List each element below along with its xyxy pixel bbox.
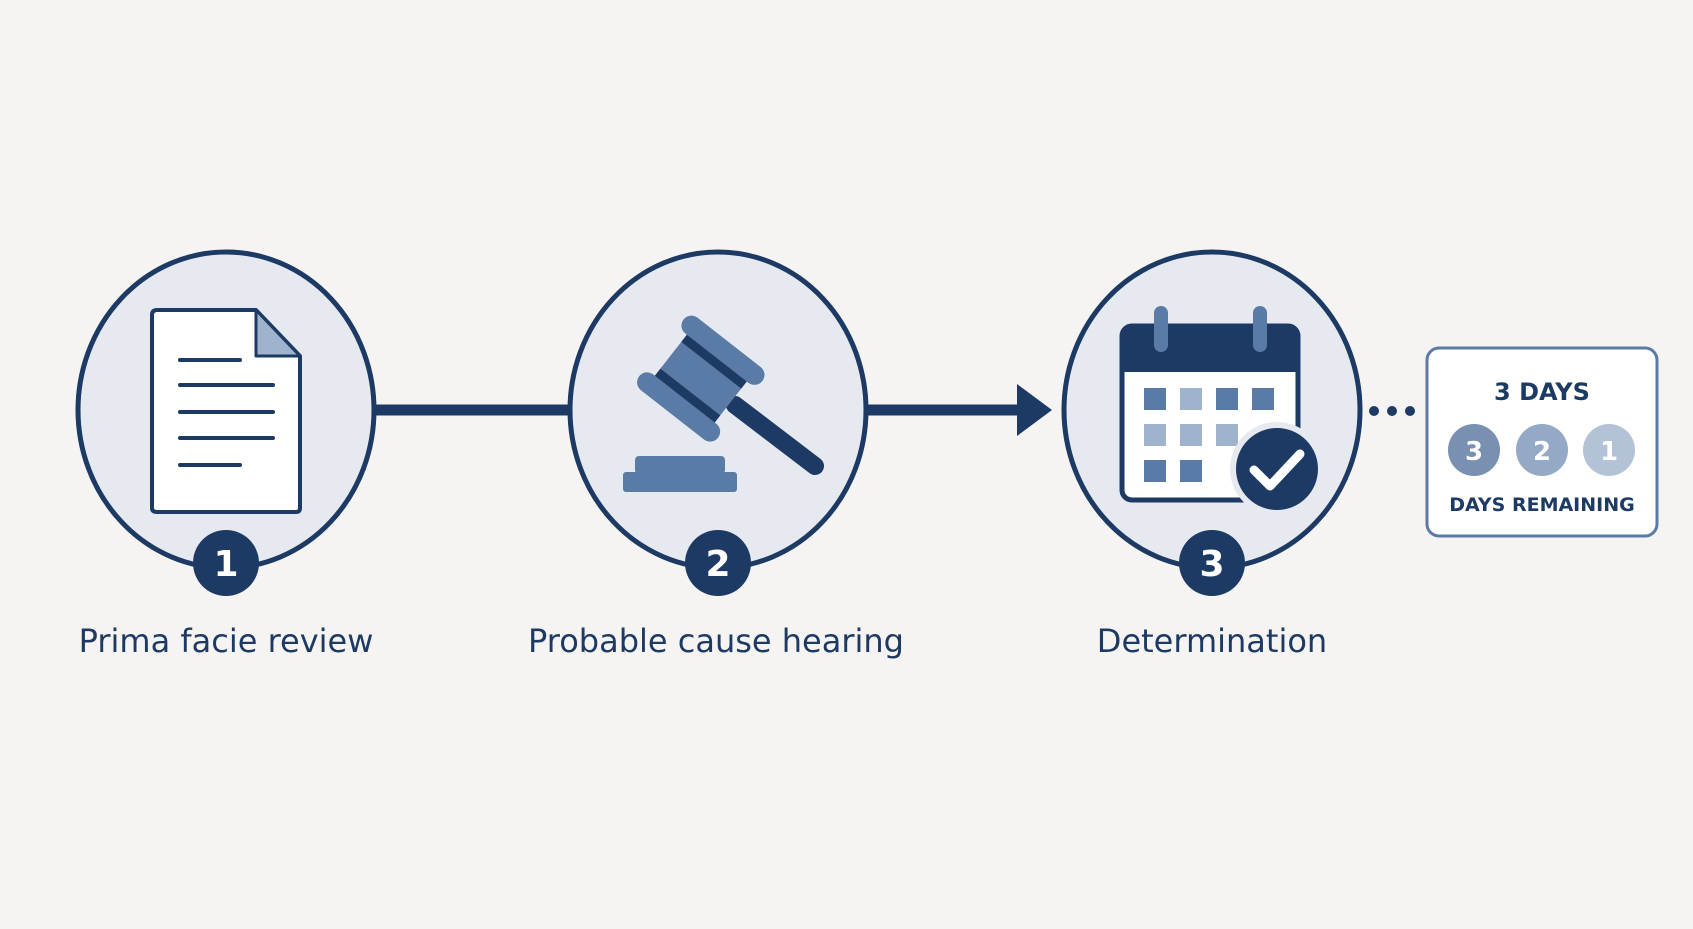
check-icon (1230, 422, 1324, 516)
step-2: 2 (567, 249, 869, 596)
day-circle-1: 1 (1583, 424, 1635, 476)
day-circle-3: 3 (1448, 424, 1500, 476)
day-number: 1 (1600, 437, 1618, 467)
ellipsis-icon (1369, 406, 1415, 416)
step-label-determination: Determination (1096, 622, 1328, 660)
countdown-panel: 3 DAYS 3 2 1 DAYS REMAINING (1425, 346, 1659, 538)
arrowhead-icon (1017, 384, 1052, 436)
day-circle-2: 2 (1516, 424, 1568, 476)
step-number: 1 (213, 544, 238, 585)
day-number: 3 (1465, 437, 1483, 467)
document-icon (150, 308, 302, 514)
step-number: 3 (1199, 544, 1224, 585)
countdown-title: 3 DAYS (1494, 378, 1590, 406)
step-number-badge (193, 530, 259, 596)
gavel-icon (623, 315, 824, 492)
step-1: 1 (75, 249, 377, 596)
step-label-prima-facie-review: Prima facie review (78, 622, 374, 660)
step-number: 2 (705, 544, 730, 585)
countdown-caption: DAYS REMAINING (1449, 494, 1634, 516)
step-number-badge (685, 530, 751, 596)
step-3: 3 (1061, 249, 1363, 596)
step-label-probable-cause-hearing: Probable cause hearing (528, 622, 904, 660)
step-number-badge (1179, 530, 1245, 596)
day-number: 2 (1533, 437, 1551, 467)
